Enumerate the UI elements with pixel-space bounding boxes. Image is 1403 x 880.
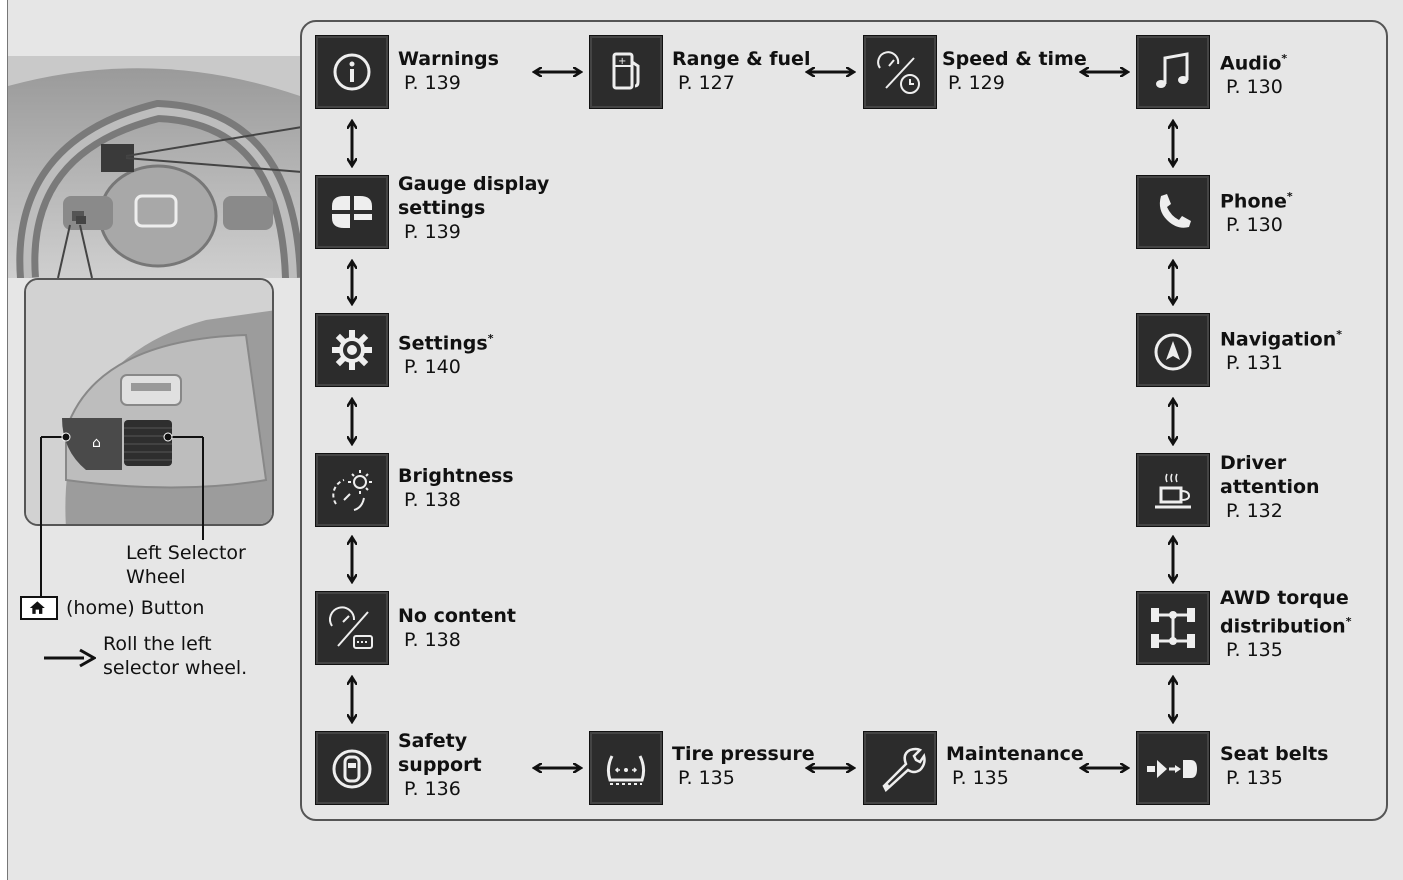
item-title: Settings [398, 332, 488, 354]
menu-item-phone: Phone* P. 130 [1220, 185, 1293, 237]
seatbelt-icon [1136, 731, 1210, 805]
menu-item-navigation: Navigation* P. 131 [1220, 323, 1342, 375]
item-page: P. 130 [1220, 75, 1287, 99]
blank-gauge-icon [315, 591, 389, 665]
coffee-cup-icon [1136, 453, 1210, 527]
item-page: P. 131 [1220, 351, 1342, 375]
item-title: Tire pressure [672, 742, 815, 766]
fuel-pump-icon: + [589, 35, 663, 109]
menu-item-warnings: Warnings P. 139 [398, 47, 499, 95]
left-switch-illustration: ⌂ [26, 280, 274, 526]
menu-item-no-content: No content P. 138 [398, 604, 516, 652]
item-page: P. 135 [946, 766, 1084, 790]
item-title: settings [398, 196, 549, 220]
menu-item-brightness: Brightness P. 138 [398, 464, 514, 512]
legend-line: Roll the left [103, 633, 212, 655]
menu-item-range-fuel: Range & fuel P. 127 [672, 47, 810, 95]
brightness-icon [315, 453, 389, 527]
item-footnote-mark: * [488, 332, 494, 345]
phone-icon [1136, 175, 1210, 249]
left-selector-label: Left Selector Wheel [126, 541, 246, 589]
menu-item-awd: AWD torque distribution* P. 135 [1220, 586, 1351, 662]
steering-wheel-illustration [8, 56, 300, 278]
item-title: Audio [1220, 52, 1281, 74]
item-page: P. 139 [398, 71, 499, 95]
item-title: Gauge display [398, 172, 549, 196]
home-icon [20, 596, 58, 620]
menu-item-audio: Audio* P. 130 [1220, 47, 1287, 99]
item-title: Seat belts [1220, 742, 1328, 766]
menu-item-seat-belts: Seat belts P. 135 [1220, 742, 1328, 790]
menu-map-panel [300, 20, 1388, 821]
music-note-icon [1136, 35, 1210, 109]
menu-item-driver-attention: Driver attention P. 132 [1220, 451, 1320, 523]
gauge-layout-icon [315, 175, 389, 249]
compass-icon [1136, 313, 1210, 387]
item-title: Range & fuel [672, 47, 810, 71]
item-page: P. 140 [398, 355, 493, 379]
menu-item-tire-pressure: Tire pressure P. 135 [672, 742, 815, 790]
speed-clock-icon [863, 35, 937, 109]
item-title: AWD torque [1220, 586, 1351, 610]
item-page: P. 135 [1220, 766, 1328, 790]
item-page: P. 139 [398, 220, 549, 244]
item-page: P. 136 [398, 777, 482, 801]
legend-line: selector wheel. [103, 657, 247, 679]
item-title: Warnings [398, 47, 499, 71]
item-title: Speed & time [942, 47, 1087, 71]
item-title: Navigation [1220, 328, 1336, 350]
item-title: Driver [1220, 451, 1320, 475]
roll-label: Roll the left selector wheel. [103, 632, 247, 680]
tire-pressure-icon [589, 731, 663, 805]
drivetrain-icon [1136, 591, 1210, 665]
menu-item-speed-time: Speed & time P. 129 [942, 47, 1087, 95]
item-page: P. 130 [1220, 213, 1293, 237]
item-page: P. 132 [1220, 499, 1320, 523]
item-page: P. 138 [398, 628, 516, 652]
menu-item-settings: Settings* P. 140 [398, 327, 493, 379]
item-page: P. 129 [942, 71, 1087, 95]
item-title: No content [398, 604, 516, 628]
home-button-label: (home) Button [66, 596, 204, 620]
item-title: support [398, 753, 482, 777]
info-icon [315, 35, 389, 109]
legend-line: Wheel [126, 566, 186, 588]
item-title: Maintenance [946, 742, 1084, 766]
item-page: P. 135 [672, 766, 815, 790]
item-title: Brightness [398, 464, 514, 488]
item-page: P. 127 [672, 71, 810, 95]
gear-icon [315, 313, 389, 387]
item-title: distribution [1220, 615, 1346, 637]
item-title: Safety [398, 729, 482, 753]
menu-item-maintenance: Maintenance P. 135 [946, 742, 1084, 790]
item-title: Phone [1220, 190, 1287, 212]
wrench-icon [863, 731, 937, 805]
legend-line: Left Selector [126, 542, 246, 564]
menu-item-gauge-display: Gauge display settings P. 139 [398, 172, 549, 244]
menu-item-safety-support: Safety support P. 136 [398, 729, 482, 801]
item-page: P. 135 [1220, 638, 1351, 662]
item-footnote-mark: * [1287, 190, 1293, 203]
svg-text:+: + [618, 56, 626, 67]
item-title: attention [1220, 475, 1320, 499]
safety-car-icon [315, 731, 389, 805]
item-footnote-mark: * [1281, 52, 1287, 65]
arrow-right-icon [44, 646, 96, 670]
item-page: P. 138 [398, 488, 514, 512]
item-footnote-mark: * [1336, 328, 1342, 341]
item-footnote-mark: * [1346, 615, 1352, 628]
zoomed-switch-panel: ⌂ [24, 278, 274, 526]
svg-text:⌂: ⌂ [92, 435, 101, 451]
